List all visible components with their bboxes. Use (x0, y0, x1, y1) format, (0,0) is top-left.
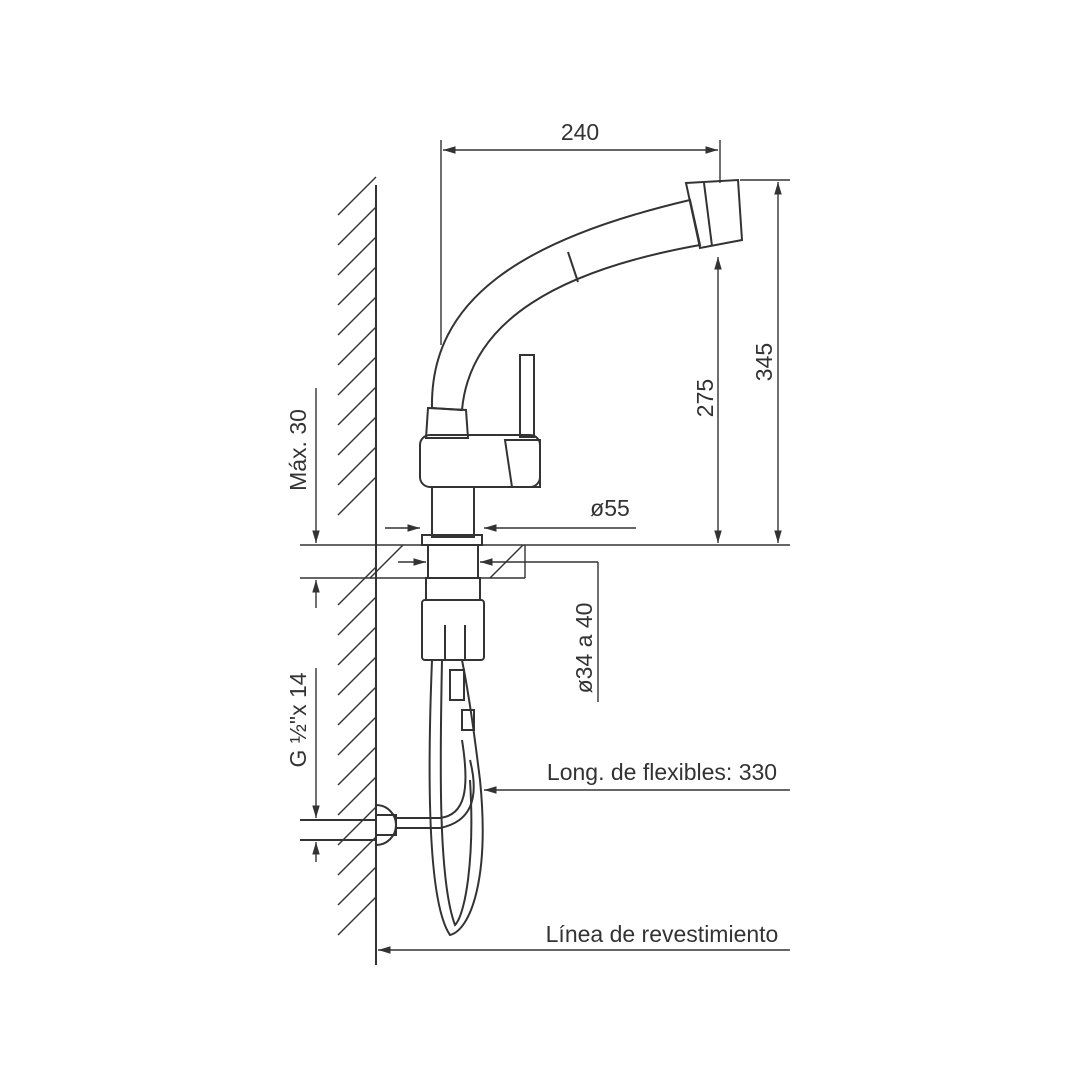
faucet-underside (300, 544, 485, 937)
hatch-line (337, 776, 377, 816)
hatch-line (337, 746, 377, 786)
hatch-line (337, 176, 377, 216)
hatch-line (337, 236, 377, 276)
hatch-line (337, 596, 377, 636)
dimension-hole-diameter-label: ø34 a 40 (571, 603, 597, 694)
dimension-thread-label: G ½"x 14 (285, 672, 311, 767)
dimension-max-counter-label: Máx. 30 (285, 409, 311, 491)
dimension-width-label: 240 (561, 119, 599, 145)
hatch-line (337, 806, 377, 846)
hatch-line (337, 446, 377, 486)
hatch-line (337, 566, 377, 606)
hatch-line (337, 296, 377, 336)
hatch-line (337, 866, 377, 906)
hose-length-label: Long. de flexibles: 330 (547, 759, 777, 785)
finish-line-label: Línea de revestimiento (546, 921, 779, 947)
dimension-base-diameter-label: ø55 (590, 495, 630, 521)
hatch-line (337, 656, 377, 696)
hatch-line (337, 266, 377, 306)
hatch-line (337, 326, 377, 366)
dimension-total-height-label: 345 (751, 343, 777, 381)
hatch-line (337, 206, 377, 246)
hatch-line (337, 836, 377, 876)
hatch-line (337, 386, 377, 426)
hatch-line (337, 896, 377, 936)
hatch-line (337, 356, 377, 396)
dimension-spout-height-label: 275 (692, 379, 718, 417)
hatch-line (337, 686, 377, 726)
hatch-line (337, 626, 377, 666)
hatch-line (337, 476, 377, 516)
hatch-line (337, 716, 377, 756)
faucet-body (419, 178, 744, 546)
hatch-line (337, 416, 377, 456)
